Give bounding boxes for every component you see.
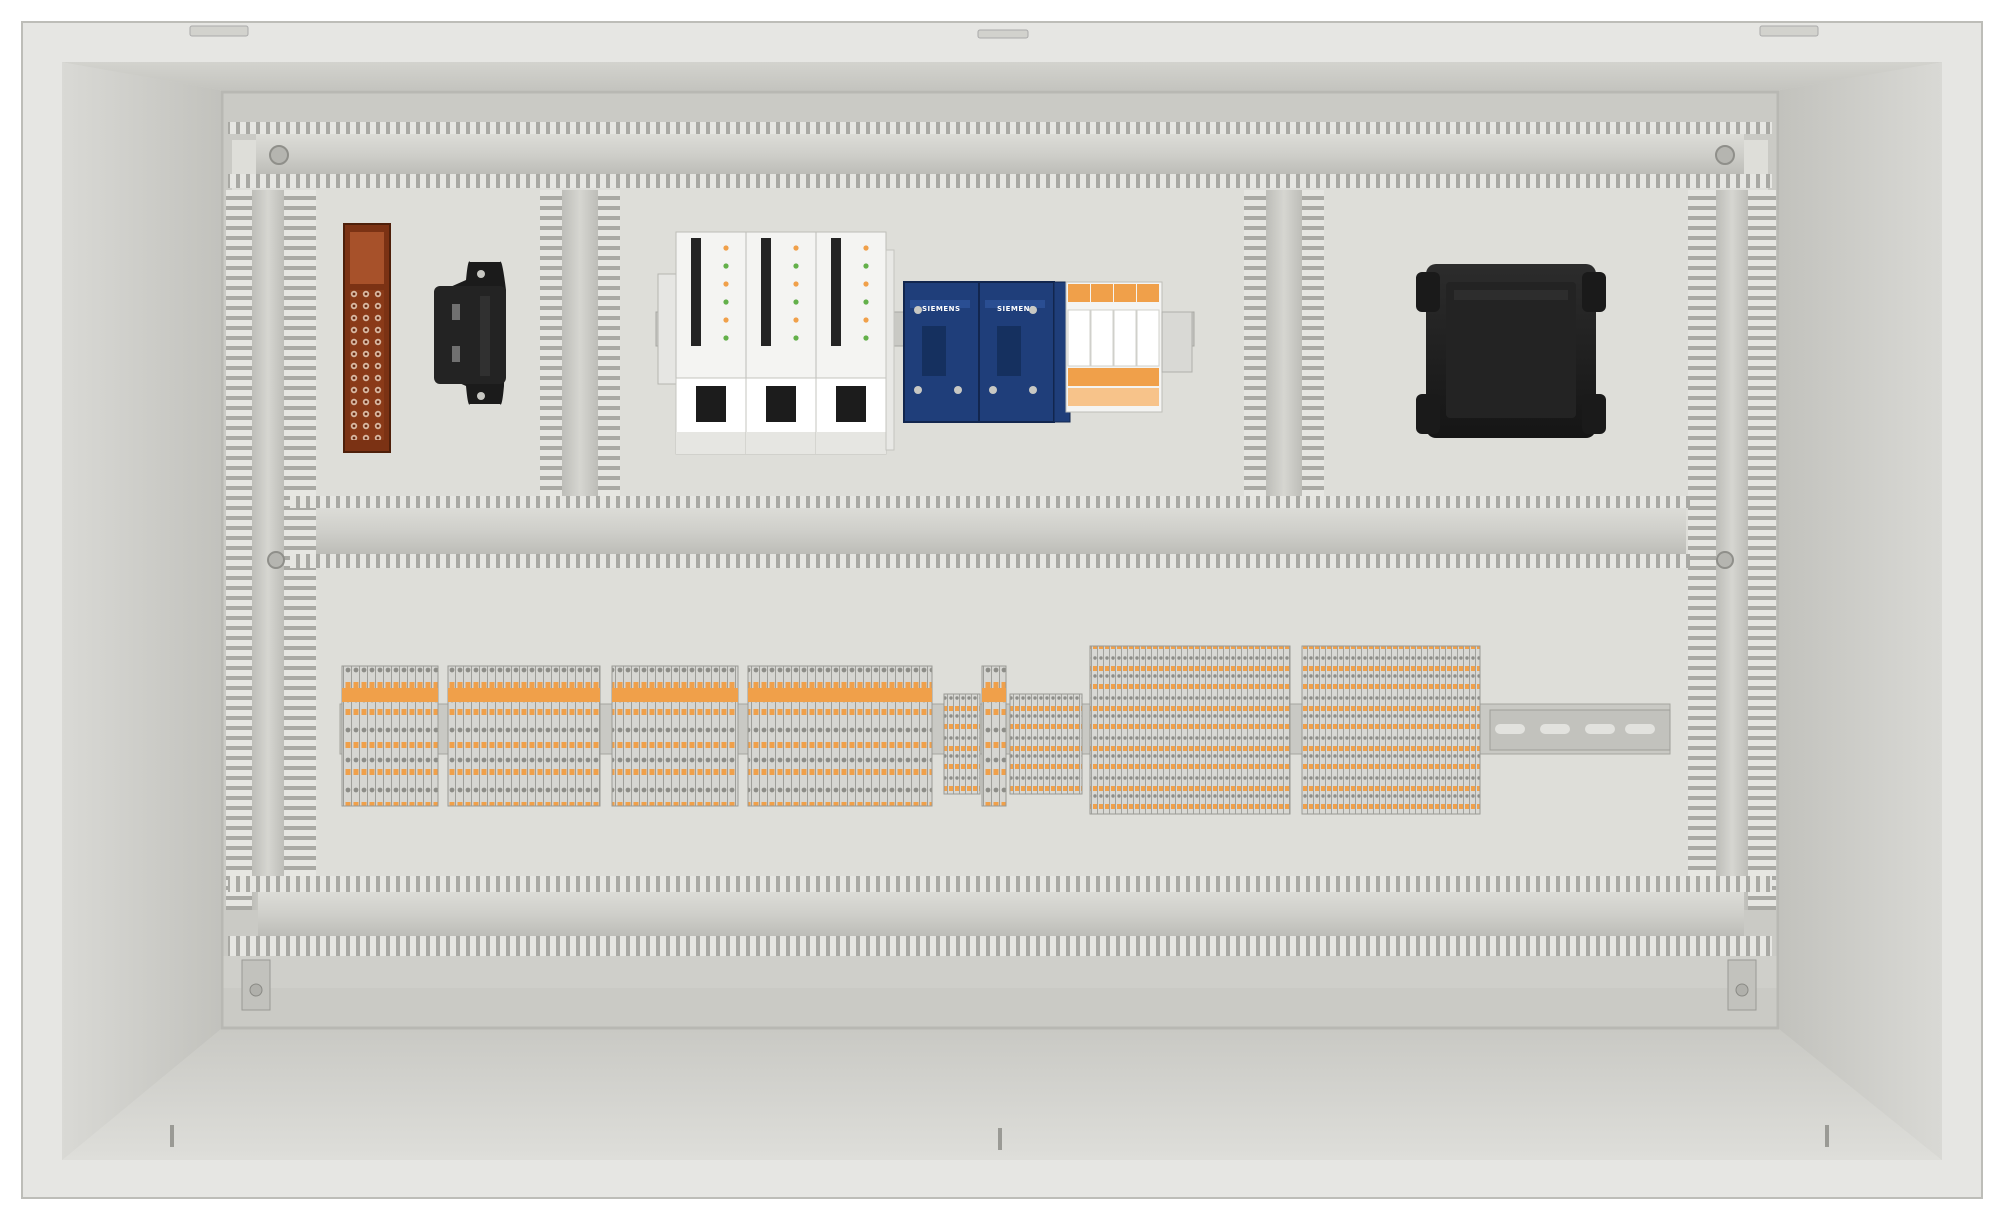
io-module — [815, 231, 887, 455]
mount-bolt-icon — [267, 551, 285, 569]
terminal-block-group-6 — [1009, 693, 1083, 795]
socket-connector — [434, 261, 506, 405]
breaker-brand-label: SIEMENS — [922, 305, 961, 313]
power-supply-unit — [1416, 264, 1606, 438]
plate-edge — [220, 90, 1780, 1030]
mount-bolt-icon — [1716, 551, 1734, 569]
terminal-block-group-5 — [943, 665, 1007, 807]
circuit-breaker-group: SIEMENS SIEMENS — [903, 281, 1071, 423]
left-cable-duct — [226, 190, 316, 910]
mount-bolt-icon — [269, 145, 289, 165]
terminal-block-group-3 — [611, 665, 739, 807]
terminal-block-group-1 — [341, 665, 439, 807]
terminal-fuse-group — [1065, 281, 1193, 413]
earth-busbar — [343, 223, 391, 453]
middle-cable-duct — [290, 496, 1690, 568]
status-led-icons — [723, 245, 869, 341]
bottom-cable-duct — [222, 876, 1778, 1011]
upper-vertical-ducts — [540, 190, 1324, 500]
io-module-group — [657, 231, 895, 455]
io-module — [675, 231, 747, 455]
io-module — [745, 231, 817, 455]
terminal-block-group-7 — [1089, 645, 1291, 815]
breaker-brand-label: SIEMENS — [997, 305, 1036, 313]
terminal-block-row — [341, 645, 1481, 815]
top-cable-duct — [228, 122, 1772, 188]
terminal-block-group-2 — [447, 665, 601, 807]
mount-bolt-icon — [1715, 145, 1735, 165]
terminal-block-group-8 — [1301, 645, 1481, 815]
terminal-block-group-4 — [747, 665, 933, 807]
right-cable-duct — [1688, 190, 1776, 910]
